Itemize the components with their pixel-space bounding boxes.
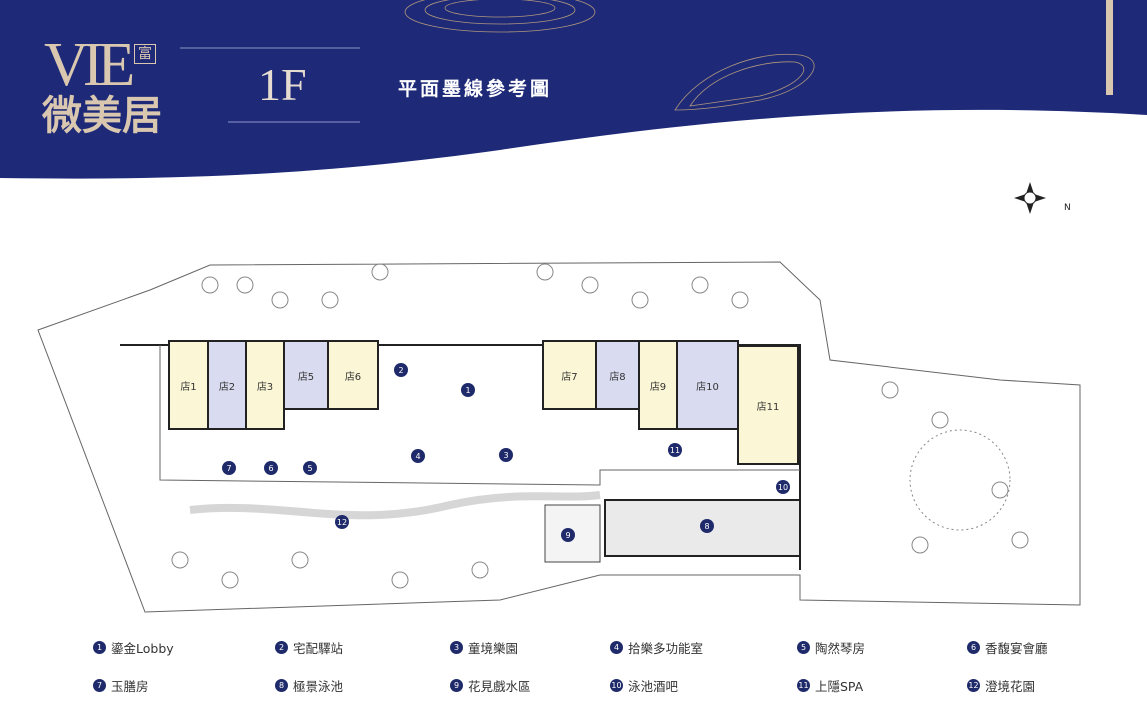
compass-icon: [1014, 182, 1046, 214]
marker-11: 11: [668, 443, 682, 457]
store-7: 店7: [542, 340, 597, 410]
legend-label: 宅配驛站: [293, 641, 344, 656]
legend-label: 玉膳房: [111, 679, 149, 694]
legend-label: 花見戲水區: [468, 679, 531, 694]
floor-label: 1F: [258, 59, 307, 110]
legend-item: 8 極景泳池: [275, 676, 343, 695]
legend-label: 澄境花園: [985, 679, 1036, 694]
store-8: 店8: [595, 340, 640, 410]
marker-5: 5: [303, 461, 317, 475]
legend-item: 3 童境樂園: [450, 638, 518, 657]
legend-number-badge: 11: [797, 679, 810, 692]
compass-north-label: N: [1064, 203, 1071, 213]
legend-number-badge: 12: [967, 679, 980, 692]
legend-item: 5 陶然琴房: [797, 638, 865, 657]
header-banner: [0, 0, 1147, 179]
legend-number-badge: 8: [275, 679, 288, 692]
legend-label: 香馥宴會廳: [985, 641, 1048, 656]
marker-2: 2: [394, 363, 408, 377]
legend-item: 1 鎏金Lobby: [93, 638, 174, 657]
legend-item: 10 泳池酒吧: [610, 676, 678, 695]
legend-label: 鎏金Lobby: [111, 641, 174, 656]
legend-number-badge: 2: [275, 641, 288, 654]
legend-item: 12 澄境花園: [967, 676, 1035, 695]
gold-contour-ornament: [404, 0, 815, 111]
legend-number-badge: 1: [93, 641, 106, 654]
logo-latin: VIE: [44, 31, 135, 99]
store-3: 店3: [245, 340, 285, 430]
legend-item: 7 玉膳房: [93, 676, 149, 695]
store-5: 店5: [283, 340, 329, 410]
legend-item: 9 花見戲水區: [450, 676, 531, 695]
legend-number-badge: 3: [450, 641, 463, 654]
legend-label: 拾樂多功能室: [628, 641, 704, 656]
legend-label: 陶然琴房: [815, 641, 866, 656]
marker-7: 7: [222, 461, 236, 475]
landscape-trees: [171, 263, 1029, 589]
store-10: 店10: [676, 340, 739, 430]
marker-6: 6: [264, 461, 278, 475]
legend-number-badge: 10: [610, 679, 623, 692]
marker-4: 4: [411, 449, 425, 463]
store-2: 店2: [207, 340, 247, 430]
marker-1: 1: [461, 383, 475, 397]
marker-3: 3: [499, 448, 513, 462]
legend-item: 2 宅配驛站: [275, 638, 343, 657]
legend-label: 上隱SPA: [815, 679, 864, 694]
page-subtitle: 平面墨線參考圖: [398, 78, 553, 100]
legend-number-badge: 7: [93, 679, 106, 692]
legend-number-badge: 6: [967, 641, 980, 654]
legend-item: 11 上隱SPA: [797, 676, 863, 695]
marker-12: 12: [335, 515, 349, 529]
store-9: 店9: [638, 340, 678, 430]
legend-item: 6 香馥宴會廳: [967, 638, 1048, 657]
legend-number-badge: 5: [797, 641, 810, 654]
marker-9: 9: [561, 528, 575, 542]
logo-chinese: 微美居: [42, 93, 162, 139]
legend-label: 極景泳池: [293, 679, 344, 694]
legend-label: 泳池酒吧: [628, 679, 679, 694]
logo-tag: 富: [134, 44, 156, 64]
store-1: 店1: [168, 340, 209, 430]
marker-8: 8: [700, 519, 714, 533]
gold-bar-ornament: [1106, 0, 1113, 95]
store-11: 店11: [737, 345, 799, 465]
marker-10: 10: [776, 480, 790, 494]
legend-number-badge: 4: [610, 641, 623, 654]
legend-item: 4 拾樂多功能室: [610, 638, 703, 657]
store-6: 店6: [327, 340, 379, 410]
legend-label: 童境樂園: [468, 641, 519, 656]
legend-number-badge: 9: [450, 679, 463, 692]
